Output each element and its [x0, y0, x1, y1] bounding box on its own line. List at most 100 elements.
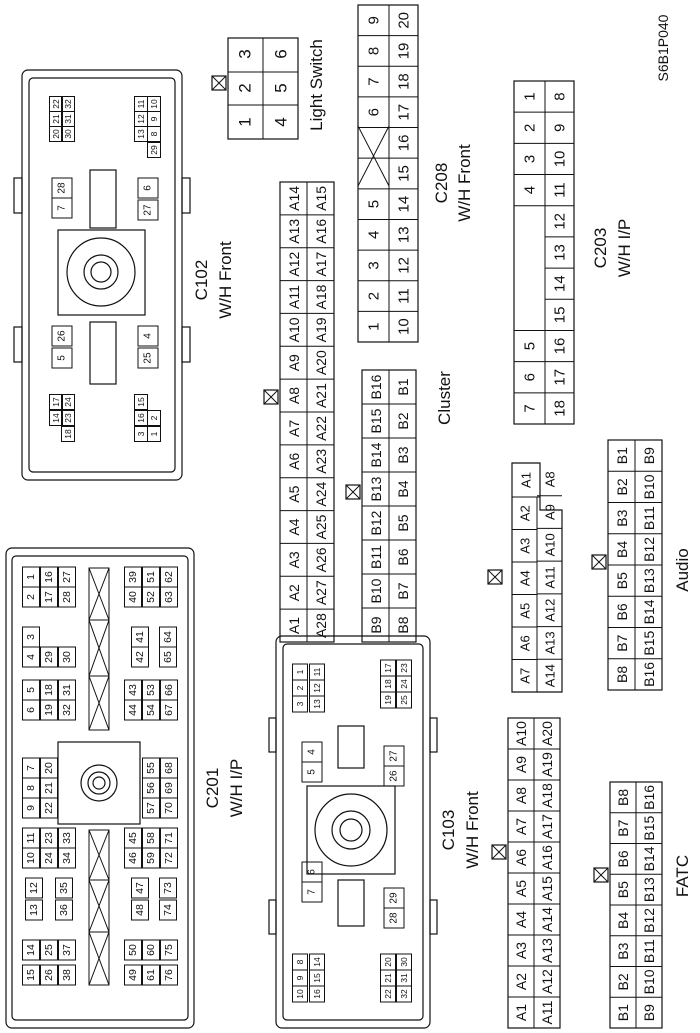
pin-label: 8: [149, 131, 159, 136]
pin-cavity: [55, 877, 73, 899]
pin-label: 20: [383, 957, 393, 967]
audio-label: Audio: [673, 548, 692, 591]
fatc-label: FATC: [673, 855, 692, 897]
cell-divider: [88, 675, 110, 731]
pin-cavity: [58, 964, 76, 986]
key-marker: [487, 569, 503, 585]
pin-label: B9: [641, 447, 657, 464]
pin-label: B8: [615, 789, 631, 806]
pin-label: A1: [513, 1004, 529, 1021]
pin-label: 9: [366, 16, 383, 24]
pin-cavity: [131, 899, 149, 921]
pin-cavity: [51, 347, 73, 369]
pin-label: 2: [25, 594, 37, 600]
pin-label: 60: [145, 944, 157, 956]
pin-label: 14: [396, 196, 413, 213]
pin-label: 58: [145, 832, 157, 844]
pin-label: 1: [295, 669, 305, 674]
pin-label: 42: [134, 651, 146, 663]
pin-label: 10: [25, 852, 37, 864]
pin-label: 20: [43, 762, 55, 774]
pin-label: 5: [307, 769, 318, 775]
pin-label: 38: [61, 969, 73, 981]
pin-label: 1: [236, 117, 255, 126]
pin-cavity: [396, 985, 412, 1003]
pin-label: 32: [61, 704, 73, 716]
pin-label: A5: [518, 603, 533, 619]
pin-label: 11: [552, 182, 569, 198]
pin-label: 4: [307, 749, 318, 755]
pin-label: 4: [143, 333, 154, 339]
pin-label: A13: [286, 219, 302, 244]
pin-label: 22: [43, 802, 55, 814]
pin-label: B1: [614, 447, 630, 464]
pin-cavity: [22, 699, 40, 721]
pin-label: A6: [518, 635, 533, 651]
pin-label: B3: [615, 942, 631, 959]
pin-label: 5: [272, 83, 291, 92]
pin-label: 9: [295, 975, 305, 980]
pin-label: B3: [395, 446, 411, 463]
pin-cavity: [142, 939, 160, 961]
pin-label: 45: [127, 832, 139, 844]
pin-label: 18: [552, 400, 569, 417]
pin-label: 62: [163, 571, 175, 583]
pin-label: 11: [25, 832, 37, 843]
cell-divider: [88, 619, 110, 677]
pin-cavity: [49, 410, 63, 426]
cluster-label: Cluster: [435, 371, 454, 425]
pin-cavity: [40, 699, 58, 721]
pin-cavity: [147, 410, 161, 426]
pin-label: A7: [513, 818, 529, 835]
key-marker: [593, 867, 609, 883]
pin-label: 59: [145, 852, 157, 864]
pin-label: A7: [518, 668, 533, 684]
pin-label: A10: [513, 721, 529, 746]
pin-label: 49: [127, 969, 139, 981]
pin-label: 16: [312, 989, 322, 999]
pin-cavity: [40, 797, 58, 819]
pin-label: 6: [272, 49, 291, 58]
pin-cavity: [22, 964, 40, 986]
pin-cavity: [124, 939, 142, 961]
pin-label: 61: [145, 969, 157, 981]
pin-label: 29: [389, 892, 400, 904]
pin-label: 53: [145, 684, 157, 696]
pin-label: B12: [368, 510, 384, 535]
pin-label: A10: [286, 317, 302, 342]
pin-label: 47: [134, 882, 146, 894]
pin-label: 29: [43, 651, 55, 663]
pin-label: A26: [313, 547, 329, 572]
pin-cavity: [58, 646, 76, 668]
pin-label: A19: [539, 752, 555, 777]
pin-label: A20: [313, 350, 329, 375]
pin-cavity: [137, 347, 159, 369]
pin-label: 21: [43, 782, 55, 794]
pin-cavity: [160, 939, 178, 961]
pin-label: A12: [286, 251, 302, 276]
pin-label: 23: [43, 832, 55, 844]
pin-cavity: [58, 847, 76, 869]
pin-label: 2: [522, 124, 539, 132]
pin-label: 10: [149, 99, 159, 109]
pin-label: 1: [366, 323, 383, 331]
pin-label: B15: [641, 630, 657, 655]
pin-cavity: [159, 899, 177, 921]
pin-label: B11: [368, 545, 384, 569]
pin-cavity: [142, 699, 160, 721]
pin-label: 18: [43, 684, 55, 696]
pin-label: A13: [539, 938, 555, 963]
c208-subtitle: W/H Front: [455, 144, 474, 222]
pin-label: B5: [614, 572, 630, 589]
pin-label: 26: [389, 770, 400, 782]
pin-label: 12: [136, 114, 146, 124]
pin-label: 31: [399, 973, 409, 983]
pin-label: 25: [43, 944, 55, 956]
pin-label: B10: [368, 578, 384, 603]
pin-label: 1: [25, 574, 37, 580]
pin-cavity: [40, 586, 58, 608]
pin-label: B3: [614, 509, 630, 526]
